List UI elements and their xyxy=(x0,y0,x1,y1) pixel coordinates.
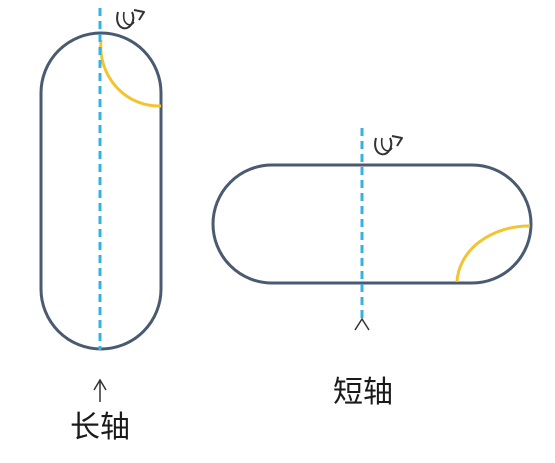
long-axis-label: 长轴 xyxy=(70,410,130,445)
horizontal-capsule-arc xyxy=(455,224,531,283)
short-axis-label: 短轴 xyxy=(333,375,393,410)
rotate-arrow-icon xyxy=(374,135,403,156)
horizontal-capsule xyxy=(211,163,533,285)
short-axis-arrowhead-icon xyxy=(354,317,370,331)
long-axis-arrowhead-icon xyxy=(93,378,107,402)
long-axis-figure: 长轴 xyxy=(39,8,163,445)
rotate-arrow-icon xyxy=(116,9,145,30)
short-axis-figure: 短轴 xyxy=(211,128,533,410)
vertical-capsule-arc xyxy=(99,39,162,108)
